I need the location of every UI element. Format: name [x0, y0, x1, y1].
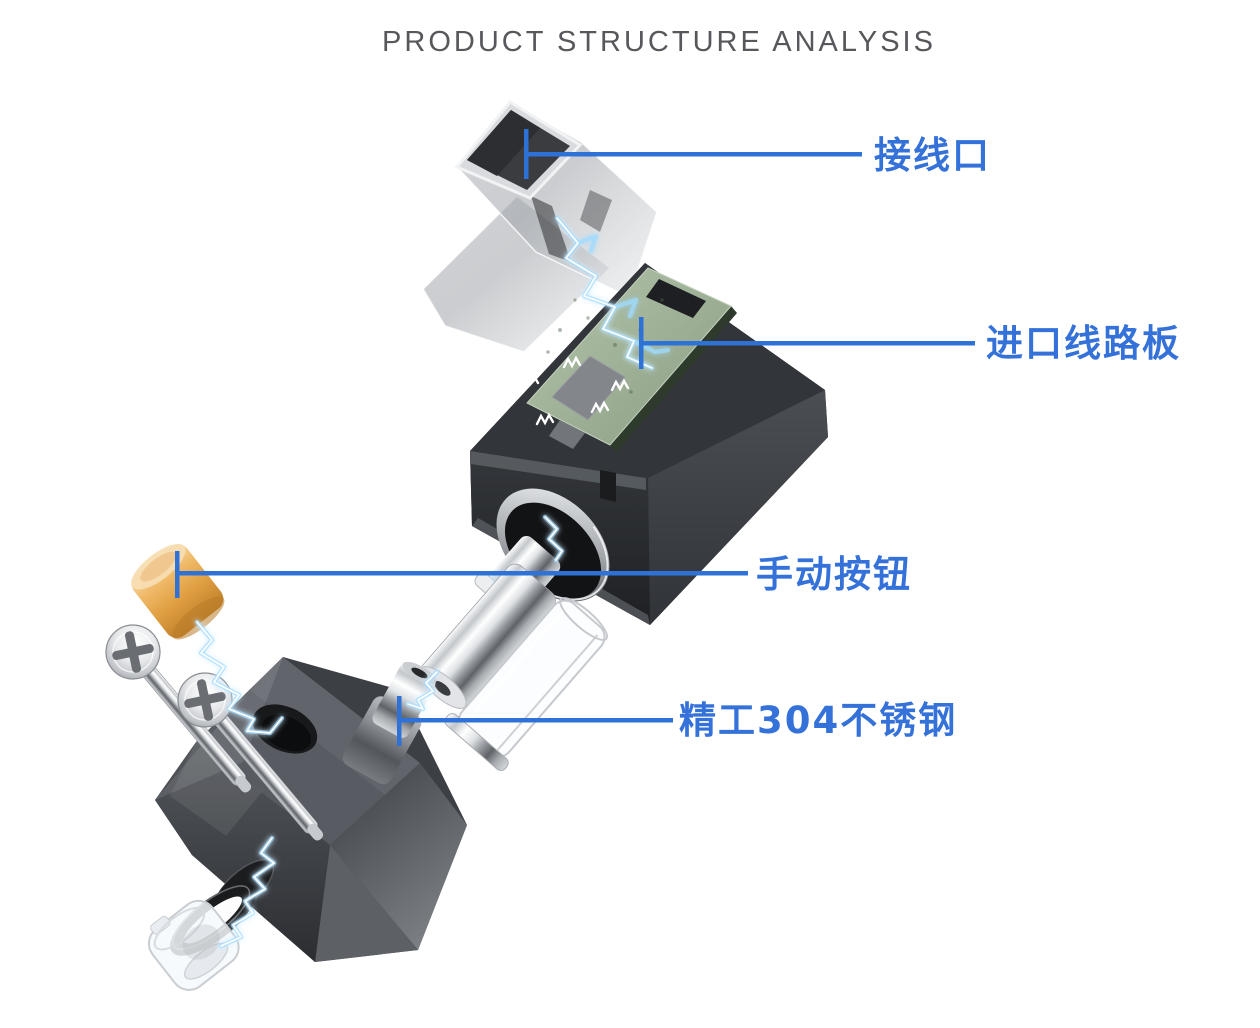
cable-channel-shadow — [531, 196, 571, 262]
callout-label-circuit-board: 进口线路板 — [986, 322, 1181, 365]
plunger-core — [419, 563, 556, 709]
callout-line-wiring-port — [524, 129, 862, 179]
callout-line-stainless-steel — [397, 696, 673, 746]
top-recess-hole — [252, 704, 318, 754]
callout-label-wiring-port: 接线口 — [874, 134, 991, 177]
screw — [177, 672, 324, 841]
pcb-terminal-pins — [520, 355, 630, 426]
page-title: PRODUCT STRUCTURE ANALYSIS — [382, 26, 936, 58]
callout-line-circuit-board — [639, 317, 975, 369]
callout-line-manual-button — [175, 551, 748, 598]
callout-label-manual-button: 手动按钮 — [756, 553, 912, 596]
electric-arc-effects — [194, 215, 671, 949]
cable-gland-connector — [422, 100, 658, 353]
callout-label-stainless-steel: 精工304不锈钢 — [679, 699, 958, 742]
pcb-chip — [551, 355, 626, 421]
mounting-screws — [105, 624, 324, 841]
diaphragm-seal — [147, 899, 240, 991]
pilot-tube — [444, 597, 608, 771]
pcb-notch — [646, 279, 706, 318]
callout-lines — [175, 129, 975, 746]
